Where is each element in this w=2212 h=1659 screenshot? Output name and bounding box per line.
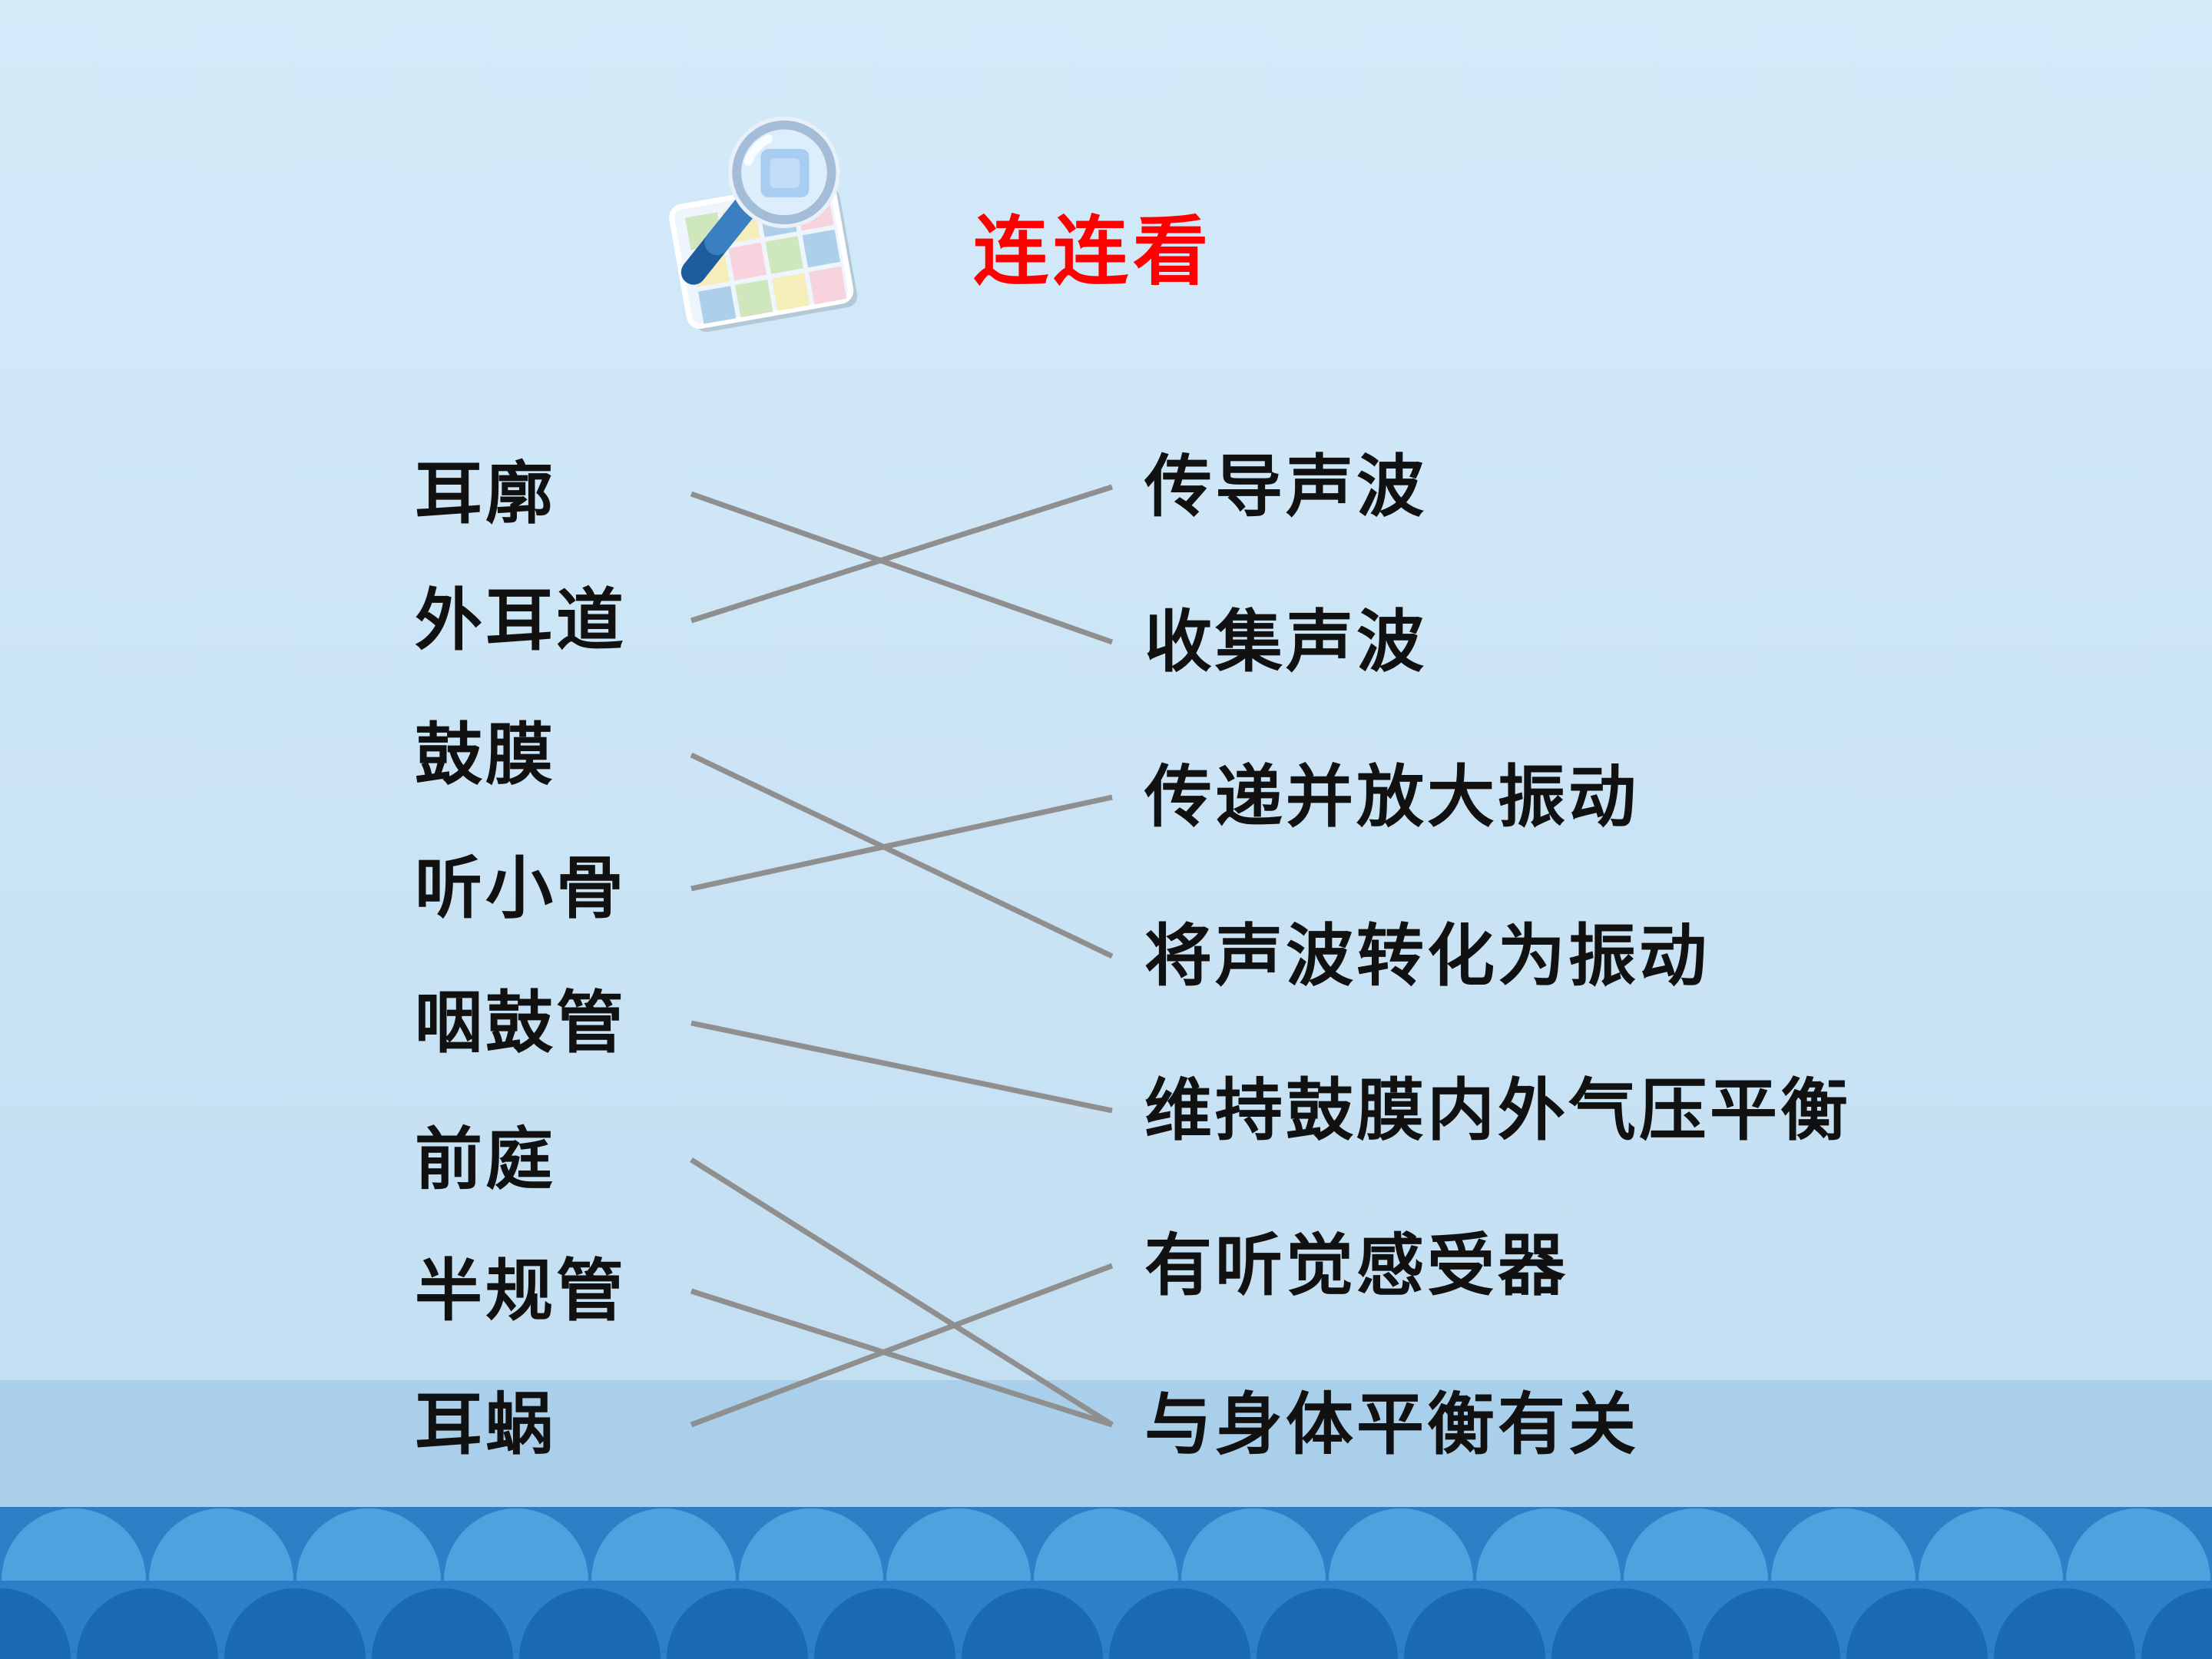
wave-decoration — [0, 1507, 2212, 1659]
right-item-1: 传导声波 — [1144, 449, 1428, 525]
slide-title: 连连看 — [973, 209, 1214, 293]
connection-line — [690, 794, 1113, 892]
right-item-3: 传递并放大振动 — [1144, 759, 1640, 835]
right-item-2: 收集声波 — [1144, 604, 1428, 680]
left-item-5: 咽鼓管 — [415, 985, 628, 1061]
left-item-7: 半规管 — [415, 1253, 628, 1329]
connection-line — [690, 484, 1114, 624]
connection-line — [690, 752, 1114, 959]
left-item-4: 听小骨 — [415, 850, 628, 926]
connection-line — [690, 1020, 1113, 1114]
left-item-8: 耳蜗 — [415, 1386, 557, 1462]
left-item-6: 前庭 — [415, 1121, 557, 1197]
right-item-6: 有听觉感受器 — [1144, 1227, 1569, 1303]
background-strip — [0, 1380, 2212, 1507]
right-item-7: 与身体平衡有关 — [1144, 1386, 1640, 1462]
right-item-4: 将声波转化为振动 — [1144, 918, 1710, 994]
connection-line — [690, 491, 1114, 645]
left-item-3: 鼓膜 — [415, 717, 557, 793]
left-item-2: 外耳道 — [415, 582, 628, 658]
magnifier-map-icon — [669, 116, 858, 333]
right-item-5: 维持鼓膜内外气压平衡 — [1144, 1072, 1852, 1148]
left-item-1: 耳廓 — [415, 455, 557, 531]
